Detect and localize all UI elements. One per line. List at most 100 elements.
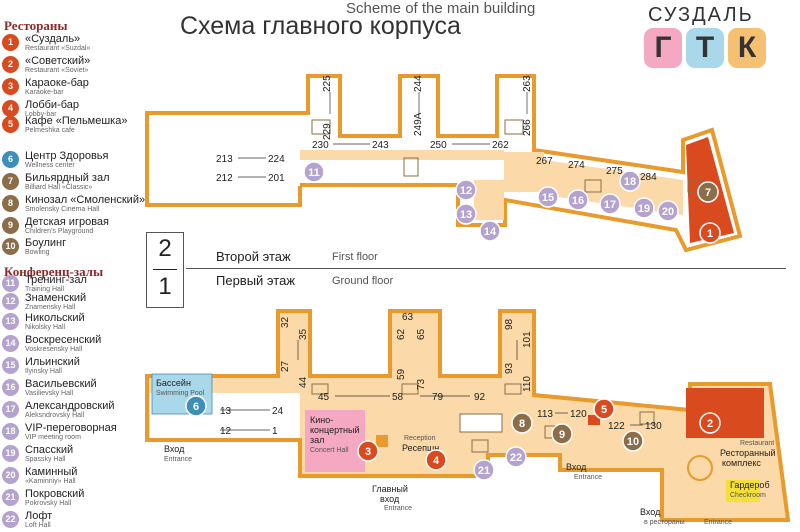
number-badge: 12 <box>2 293 19 310</box>
legend-label: Спасский <box>25 444 74 456</box>
marker-circle <box>455 179 477 201</box>
legend-label-en: «Kaminniy» Hall <box>25 478 76 485</box>
room-number: 63 <box>402 312 414 323</box>
atrium <box>459 413 503 433</box>
room-number: 92 <box>474 392 486 403</box>
legend-label: Кинозал «Смоленский» <box>25 194 146 206</box>
number-badge: 11 <box>2 275 19 292</box>
room-number: 113 <box>537 409 553 420</box>
room-number: 249A <box>413 112 424 136</box>
concert-hall-label: зал <box>310 435 324 445</box>
marker-circle <box>511 412 533 434</box>
legend-label: Бильярдный зал <box>25 172 110 184</box>
number-badge: 19 <box>2 445 19 462</box>
main-entrance-label: вход <box>380 494 400 504</box>
venue-marker-11: 11 <box>303 161 325 183</box>
number-badge: 8 <box>2 195 19 212</box>
marker-circle <box>473 459 495 481</box>
room-number: 62 <box>396 328 407 340</box>
concert-hall-label-en: Concert Hall <box>310 447 349 454</box>
legend-label-en: Aleksndrovsky Hall <box>25 412 85 419</box>
entrance-restaurant-label: Вход <box>640 507 661 517</box>
marker-circle <box>599 193 621 215</box>
legend-label-en: Pelmeshka cafe <box>25 127 75 134</box>
marker-circle <box>699 412 721 434</box>
reception-label: Ресепшн <box>402 443 439 453</box>
room-number: 250 <box>430 140 447 151</box>
legend-label: Лобби-бар <box>25 99 80 111</box>
legend-label-en: Spassky Hall <box>25 456 66 463</box>
room-number: 213 <box>216 154 233 165</box>
legend-label: Тренинг-зал <box>25 274 87 286</box>
concert-hall-area <box>305 410 365 472</box>
entrance-restaurant-label-en: Entrance <box>704 519 732 526</box>
legend-label: Каминный <box>25 466 78 478</box>
second-floor-label-en: First floor <box>332 251 378 263</box>
number-badge: 1 <box>2 34 19 51</box>
marker-number: 15 <box>542 192 554 204</box>
legend-label-en: Lobby-bar <box>25 111 57 118</box>
marker-number: 7 <box>705 187 711 199</box>
stairs-icon <box>504 383 522 395</box>
legend-label-en: Vasilievsky Hall <box>25 390 74 397</box>
legend-label: Воскресенский <box>25 334 102 346</box>
marker-number: 14 <box>484 226 497 238</box>
legend: Рестораны Конференц-залы 1«Суздаль»Resta… <box>0 0 150 529</box>
checkroom-label: Гардероб <box>730 480 770 490</box>
logo-letter-k: К <box>728 28 766 68</box>
legend-label: «Суздаль» <box>25 33 81 45</box>
logo-letter-g: Г <box>644 28 682 68</box>
number-badge: 22 <box>2 511 19 528</box>
west-wing-floor <box>150 146 300 186</box>
room-number: 212 <box>216 173 233 184</box>
floor-divider <box>186 268 786 269</box>
legend-label-en: Loft Hall <box>25 522 51 529</box>
legend-label-en: Smolensky Cinema Hall <box>25 206 100 213</box>
legend-label: Покровский <box>25 488 85 500</box>
marker-circle <box>537 186 559 208</box>
number-badge: 9 <box>2 217 19 234</box>
room-number: 45 <box>318 392 330 403</box>
legend-label: Кафе «Пельмешка» <box>25 115 128 127</box>
number-badge: 7 <box>2 173 19 190</box>
second-floor-outline <box>145 74 743 253</box>
legend-label: «Советский» <box>25 55 91 67</box>
checkroom-label-en: Checkroom <box>730 492 766 499</box>
marker-circle <box>505 446 527 468</box>
first-floor-label-en: Ground floor <box>332 275 394 287</box>
reception-label-en: Reception <box>404 435 436 442</box>
room-number: 59 <box>396 368 407 380</box>
page-title: Схема главного корпуса <box>180 12 461 40</box>
legend-label: Детская игровая <box>25 216 109 228</box>
hall-annex <box>474 180 504 220</box>
venue-marker-14: 14 <box>479 220 501 242</box>
marker-number: 16 <box>572 195 584 207</box>
venue-marker-3: 3 <box>357 440 379 462</box>
concert-hall-label: концертный <box>310 425 359 435</box>
marker-circle <box>479 220 501 242</box>
marker-circle <box>657 200 679 222</box>
room-number: 267 <box>536 156 553 167</box>
number-badge: 4 <box>2 100 19 117</box>
marker-circle <box>619 170 641 192</box>
concert-hall-label: Кино- <box>310 415 333 425</box>
legend-label-en: Znamensky Hall <box>25 304 76 311</box>
marker-number: 20 <box>662 206 674 218</box>
marker-number: 3 <box>365 446 371 458</box>
marker-circle <box>357 440 379 462</box>
marker-circle <box>185 395 207 417</box>
room-number: 110 <box>522 376 533 392</box>
room-number: 274 <box>568 160 585 171</box>
marker-number: 4 <box>433 455 440 467</box>
venue-marker-12: 12 <box>455 179 477 201</box>
